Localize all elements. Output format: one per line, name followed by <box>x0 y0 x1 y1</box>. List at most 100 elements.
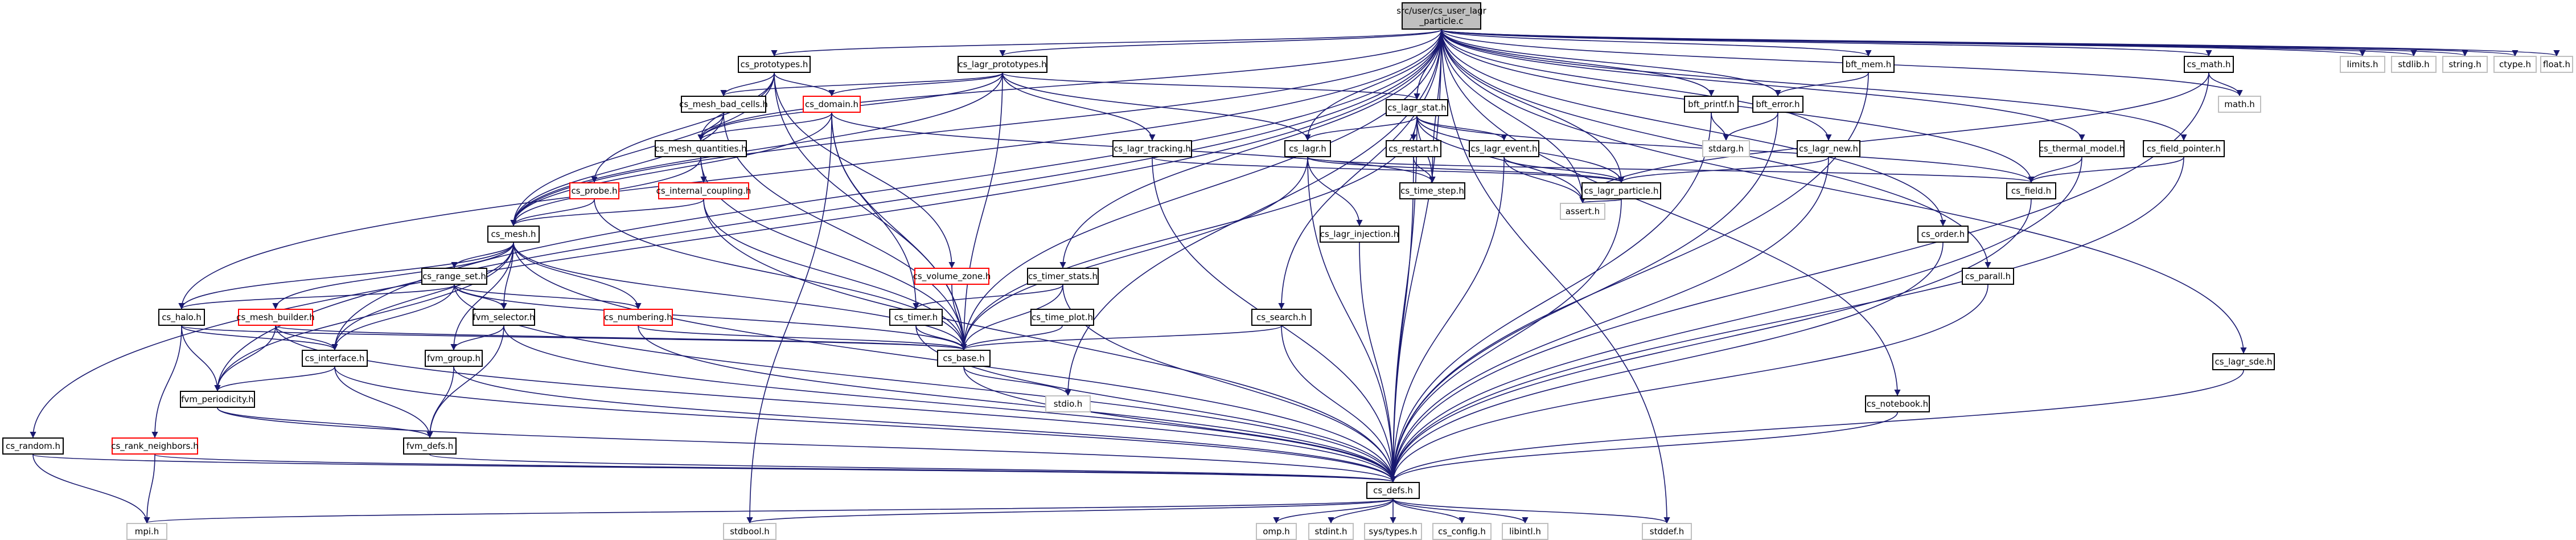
node-cs-prototypes[interactable]: cs_prototypes.h <box>738 56 811 73</box>
node-cs-timer-stats[interactable]: cs_timer_stats.h <box>1027 268 1099 285</box>
edge-cs_lagr_event-to-assert <box>1503 157 1586 204</box>
node-cs-lagr-stat[interactable]: cs_lagr_stat.h <box>1386 99 1448 116</box>
edge-cs_rank_neighbors-to-mpi <box>143 454 155 524</box>
node-stdint[interactable]: stdint.h <box>1308 523 1354 540</box>
node-cs-mesh-quantities[interactable]: cs_mesh_quantities.h <box>655 140 747 157</box>
node-cs-time-plot[interactable]: cs_time_plot.h <box>1030 309 1094 326</box>
node-cs-numbering[interactable]: cs_numbering.h <box>603 309 673 326</box>
node-bft-error[interactable]: bft_error.h <box>1752 96 1803 113</box>
node-cs-field-pointer[interactable]: cs_field_pointer.h <box>2143 140 2225 157</box>
edge-cs_lagr-to-cs_defs <box>1307 157 1396 483</box>
node-fvm-selector[interactable]: fvm_selector.h <box>473 309 535 326</box>
node-cs-base[interactable]: cs_base.h <box>937 350 991 367</box>
edge-cs_defs-to-stddef <box>1392 498 1670 524</box>
node-cs-time-step[interactable]: cs_time_step.h <box>1399 182 1465 199</box>
node-math[interactable]: math.h <box>2218 96 2261 113</box>
node-cs-config[interactable]: cs_config.h <box>1432 523 1492 540</box>
edge-bft_error-to-cs_defs <box>1390 112 1778 483</box>
node-sys-types[interactable]: sys/types.h <box>1364 523 1422 540</box>
node-cs-lagr-tracking[interactable]: cs_lagr_tracking.h <box>1112 140 1192 157</box>
edge-cs_base-to-stdio <box>963 366 1071 396</box>
node-cs-volume-zone[interactable]: cs_volume_zone.h <box>913 268 991 285</box>
edge-cs_rank_neighbors-to-cs_defs <box>154 454 1396 483</box>
edge-cs_lagr_injection-to-cs_defs <box>1359 242 1396 483</box>
node-cs-halo[interactable]: cs_halo.h <box>158 309 205 326</box>
edge-cs_timer_stats-to-cs_base <box>960 284 1063 351</box>
node-cs-timer[interactable]: cs_timer.h <box>889 309 943 326</box>
edge-cs_lagr_event-to-cs_defs <box>1390 157 1505 483</box>
edge-root-to-cs_prototypes <box>771 29 1442 57</box>
edge-cs_domain-to-stdbool <box>746 112 832 524</box>
node-bft-mem[interactable]: bft_mem.h <box>1842 56 1895 73</box>
root-file-label-line1: src/user/cs_user_lagr <box>1396 6 1486 16</box>
edge-root-to-cs_thermal_model <box>1441 29 2085 141</box>
edge-cs_time_plot-to-cs_base <box>960 325 1063 351</box>
node-fvm-group[interactable]: fvm_group.h <box>425 350 483 367</box>
node-libintl[interactable]: libintl.h <box>1502 523 1548 540</box>
edge-cs_order-to-cs_defs <box>1390 242 1944 483</box>
node-cs-domain[interactable]: cs_domain.h <box>803 96 861 113</box>
node-cs-lagr-injection[interactable]: cs_lagr_injection.h <box>1320 226 1399 243</box>
node-stddef[interactable]: stddef.h <box>1642 523 1692 540</box>
node-cs-internal-coupling[interactable]: cs_internal_coupling.h <box>656 182 751 199</box>
node-cs-restart[interactable]: cs_restart.h <box>1386 140 1441 157</box>
node-stdbool[interactable]: stdbool.h <box>723 523 777 540</box>
node-cs-defs[interactable]: cs_defs.h <box>1366 482 1420 499</box>
edge-cs_numbering-to-cs_base <box>638 325 967 351</box>
node-cs-field[interactable]: cs_field.h <box>2006 182 2056 199</box>
node-cs-random[interactable]: cs_random.h <box>2 437 64 455</box>
edge-bft_mem-to-bft_error <box>1774 72 1869 97</box>
node-cs-parall[interactable]: cs_parall.h <box>1962 268 2014 285</box>
node-cs-lagr-particle[interactable]: cs_lagr_particle.h <box>1581 182 1661 199</box>
node-cs-rank-neighbors[interactable]: cs_rank_neighbors.h <box>111 437 199 455</box>
node-cs-lagr-sde[interactable]: cs_lagr_sde.h <box>2212 353 2275 370</box>
node-cs-interface[interactable]: cs_interface.h <box>302 350 368 367</box>
node-stdlib[interactable]: stdlib.h <box>2391 56 2437 73</box>
edge-root-to-cs_field_pointer <box>1441 29 2187 141</box>
node-cs-mesh[interactable]: cs_mesh.h <box>487 226 540 243</box>
edge-cs_range_set-to-cs_numbering <box>454 284 642 310</box>
edge-cs_defs-to-omp <box>1273 498 1394 524</box>
node-cs-range-set[interactable]: cs_range_set.h <box>421 268 487 285</box>
edge-cs_lagr-to-cs_base <box>960 157 1308 351</box>
node-cs-thermal-model[interactable]: cs_thermal_model.h <box>2039 140 2125 157</box>
node-assert[interactable]: assert.h <box>1560 203 1605 220</box>
edge-root-to-cs_lagr <box>1304 29 1442 141</box>
node-cs-probe[interactable]: cs_probe.h <box>569 182 619 199</box>
edge-bft_printf-to-stdarg <box>1711 112 1729 141</box>
node-cs-lagr-event[interactable]: cs_lagr_event.h <box>1469 140 1539 157</box>
node-cs-mesh-builder[interactable]: cs_mesh_builder.h <box>236 309 315 326</box>
node-ctype[interactable]: ctype.h <box>2493 56 2537 73</box>
edge-cs_lagr_prototypes-to-cs_lagr_stat <box>1002 72 1420 100</box>
node-omp[interactable]: omp.h <box>1256 523 1297 540</box>
edge-root-to-cs_notebook <box>1441 29 1901 396</box>
node-stdio[interactable]: stdio.h <box>1045 395 1091 412</box>
node-cs-order[interactable]: cs_order.h <box>1917 226 1969 243</box>
node-float[interactable]: float.h <box>2540 56 2573 73</box>
edge-cs_lagr_tracking-to-cs_lagr_particle <box>1152 157 1625 183</box>
node-fvm-defs[interactable]: fvm_defs.h <box>403 437 457 455</box>
edge-cs_mesh_builder-to-cs_interface <box>275 325 338 351</box>
edge-root-to-cs_random <box>30 29 1442 439</box>
node-cs-mesh-bad-cells[interactable]: cs_mesh_bad_cells.h <box>679 96 768 113</box>
node-cs-notebook[interactable]: cs_notebook.h <box>1865 395 1930 412</box>
edge-cs_numbering-to-cs_defs <box>638 325 1396 483</box>
node-cs-math[interactable]: cs_math.h <box>2184 56 2234 73</box>
node-string[interactable]: string.h <box>2442 56 2488 73</box>
node-fvm-periodicity[interactable]: fvm_periodicity.h <box>180 391 255 408</box>
node-cs-lagr-new[interactable]: cs_lagr_new.h <box>1797 140 1860 157</box>
edge-root-to-float <box>1441 29 2559 57</box>
node-mpi[interactable]: mpi.h <box>126 523 167 540</box>
node-cs-search[interactable]: cs_search.h <box>1251 309 1312 326</box>
node-stdarg[interactable]: stdarg.h <box>1702 140 1750 157</box>
root-file-node[interactable]: src/user/cs_user_lagr _particle.c <box>1396 2 1486 30</box>
edge-cs_lagr_event-to-cs_lagr_particle <box>1503 157 1625 183</box>
node-cs-lagr[interactable]: cs_lagr.h <box>1284 140 1331 157</box>
node-limits[interactable]: limits.h <box>2340 56 2385 73</box>
node-bft-printf[interactable]: bft_printf.h <box>1684 96 1739 113</box>
edge-root-to-cs_lagr_particle <box>1441 29 1625 183</box>
node-cs-lagr-prototypes[interactable]: cs_lagr_prototypes.h <box>958 56 1047 73</box>
edge-cs_interface-to-fvm_defs <box>334 366 433 439</box>
edge-fvm_periodicity-to-cs_defs <box>217 407 1396 483</box>
